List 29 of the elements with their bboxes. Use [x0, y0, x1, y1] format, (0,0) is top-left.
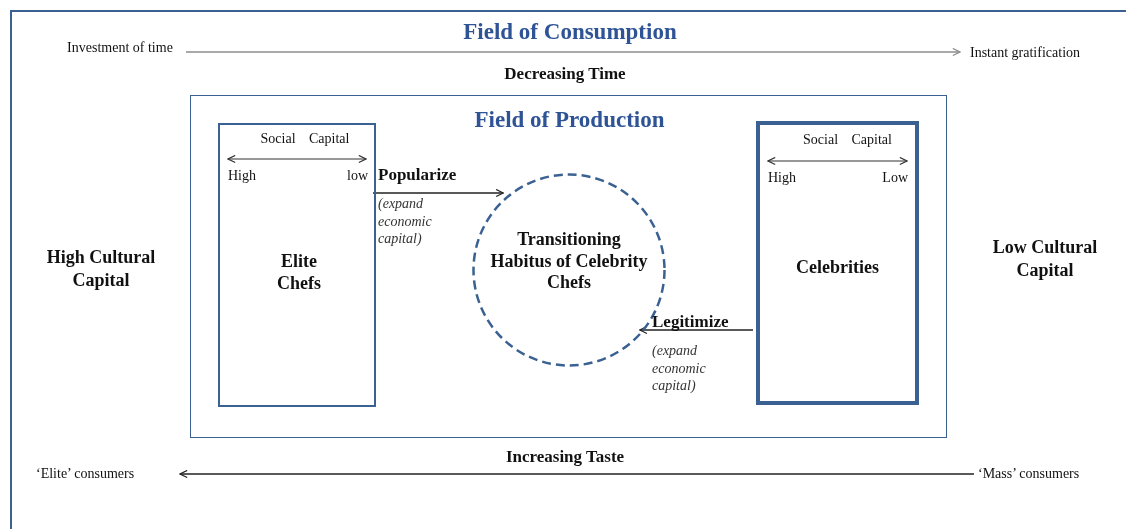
group-box: [756, 121, 919, 405]
arrow: [185, 47, 961, 57]
node-label: Instant gratification: [970, 45, 1082, 62]
edge-label: Decreasing Time: [503, 63, 627, 85]
axis-label: Low Cultural Capital: [991, 236, 1099, 281]
node-label: ‘Mass’ consumers: [978, 466, 1081, 483]
field-title: Field of Consumption: [462, 18, 678, 46]
field-frame: [10, 10, 1126, 529]
axis-title: Social Capital: [802, 132, 893, 149]
edge-label: Legitimize (expand economic capital): [652, 311, 730, 395]
edge-label: Popularize (expand economic capital): [378, 164, 458, 248]
node-label: Investment of time: [66, 40, 174, 57]
axis-label: Low: [881, 170, 908, 187]
axis-label: High Cultural Capital: [45, 246, 157, 291]
arrow: [639, 325, 754, 335]
edge-label: Increasing Taste: [504, 446, 626, 468]
axis-label: low: [346, 168, 368, 185]
field-frame: [190, 95, 947, 438]
arrow: [372, 188, 504, 198]
node-label: Elite Chefs: [276, 251, 322, 295]
axis-label: High: [768, 170, 797, 187]
node-label: ‘Elite’ consumers: [36, 466, 136, 483]
node-label: Transitioning Habitus of Celebrity Chefs: [489, 229, 649, 294]
group-box: [218, 123, 376, 407]
arrow: [179, 469, 975, 479]
axis-title: Social Capital: [259, 131, 351, 148]
field-title: Field of Production: [473, 106, 666, 134]
axis-label: High: [228, 168, 257, 185]
node-label: Celebrities: [795, 257, 880, 279]
